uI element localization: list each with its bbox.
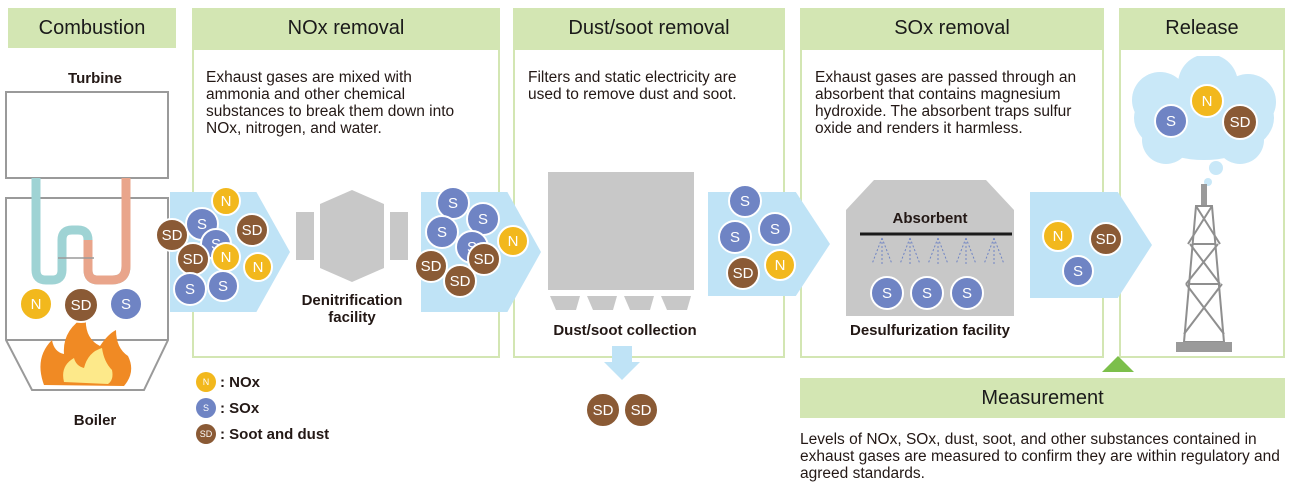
nox-molecule: N (764, 249, 796, 281)
legend-label: : NOx (220, 373, 261, 391)
dust-collector-illustration (548, 172, 694, 310)
turbine-label: Turbine (68, 70, 122, 87)
stage-header-dust: Dust/soot removal (513, 8, 785, 48)
dust-collection-label: Dust/soot collection (553, 322, 697, 339)
nox-molecule: N (211, 186, 241, 216)
sox-molecule: S (109, 287, 143, 321)
legend-label: : SOx (220, 399, 260, 417)
boiler-illustration (5, 91, 169, 391)
nox-molecule: N (1042, 220, 1074, 252)
soot-molecule: SD (235, 213, 269, 247)
stage-title: Dust/soot removal (568, 16, 730, 39)
sox-molecule: S (425, 215, 459, 249)
stack-tower-illustration (1176, 184, 1232, 352)
nox-legend-icon: N (196, 372, 216, 392)
denitrification-label: Denitrification facility (301, 292, 403, 326)
boiler-label: Boiler (73, 412, 117, 429)
stage-header-nox: NOx removal (192, 8, 500, 48)
legend-sox: S : SOx (196, 398, 259, 418)
nox-description: Exhaust gases are mixed with ammonia and… (206, 69, 455, 137)
measurement-header: Measurement (800, 378, 1285, 418)
stage-title: Release (1165, 16, 1239, 39)
nox-molecule: N (497, 225, 529, 257)
stage-header-sox: SOx removal (800, 8, 1104, 48)
sox-molecule: S (1154, 104, 1188, 138)
stage-title: NOx removal (287, 16, 405, 39)
sox-molecule: S (758, 212, 792, 246)
sox-legend-icon: S (196, 398, 216, 418)
nox-molecule: N (1190, 84, 1224, 118)
soot-legend-icon: SD (196, 424, 216, 444)
sox-molecule: S (910, 276, 944, 310)
soot-molecule: SD (1222, 104, 1258, 140)
absorbent-label: Absorbent (892, 210, 968, 227)
sox-description: Exhaust gases are passed through an abso… (815, 69, 1077, 137)
soot-molecule: SD (726, 256, 760, 290)
up-triangle (1102, 356, 1134, 372)
stage-header-release: Release (1119, 8, 1285, 48)
stage-title: SOx removal (894, 16, 1010, 39)
measurement-title: Measurement (981, 386, 1104, 409)
soot-molecule: SD (176, 242, 210, 276)
sox-molecule: S (718, 220, 752, 254)
soot-molecule: SD (467, 242, 501, 276)
nox-molecule: N (211, 242, 241, 272)
sox-molecule: S (728, 184, 762, 218)
soot-molecule: SD (443, 264, 477, 298)
legend-nox: N : NOx (196, 372, 260, 392)
sox-molecule: S (207, 270, 239, 302)
legend-label: : Soot and dust (220, 425, 330, 443)
soot-molecule: SD (63, 287, 99, 323)
sox-molecule: S (870, 276, 904, 310)
soot-molecule: SD (623, 392, 659, 428)
sox-molecule: S (173, 272, 207, 306)
stage-header-combustion: Combustion (8, 8, 176, 48)
sox-molecule: S (950, 276, 984, 310)
legend-soot: SD : Soot and dust (196, 424, 329, 444)
soot-molecule: SD (414, 249, 448, 283)
sox-molecule: S (1062, 255, 1094, 287)
down-arrow (604, 346, 640, 380)
denitrification-facility-illustration (296, 190, 408, 282)
cloud-illustration (1132, 56, 1276, 186)
soot-molecule: SD (1089, 222, 1123, 256)
soot-molecule: SD (585, 392, 621, 428)
nox-molecule: N (19, 287, 53, 321)
nox-molecule: N (243, 252, 273, 282)
desulfurization-label: Desulfurization facility (849, 322, 1011, 339)
dust-description: Filters and static electricity are used … (528, 69, 737, 103)
measurement-description: Levels of NOx, SOx, dust, soot, and othe… (800, 431, 1280, 482)
stage-title: Combustion (38, 16, 146, 39)
